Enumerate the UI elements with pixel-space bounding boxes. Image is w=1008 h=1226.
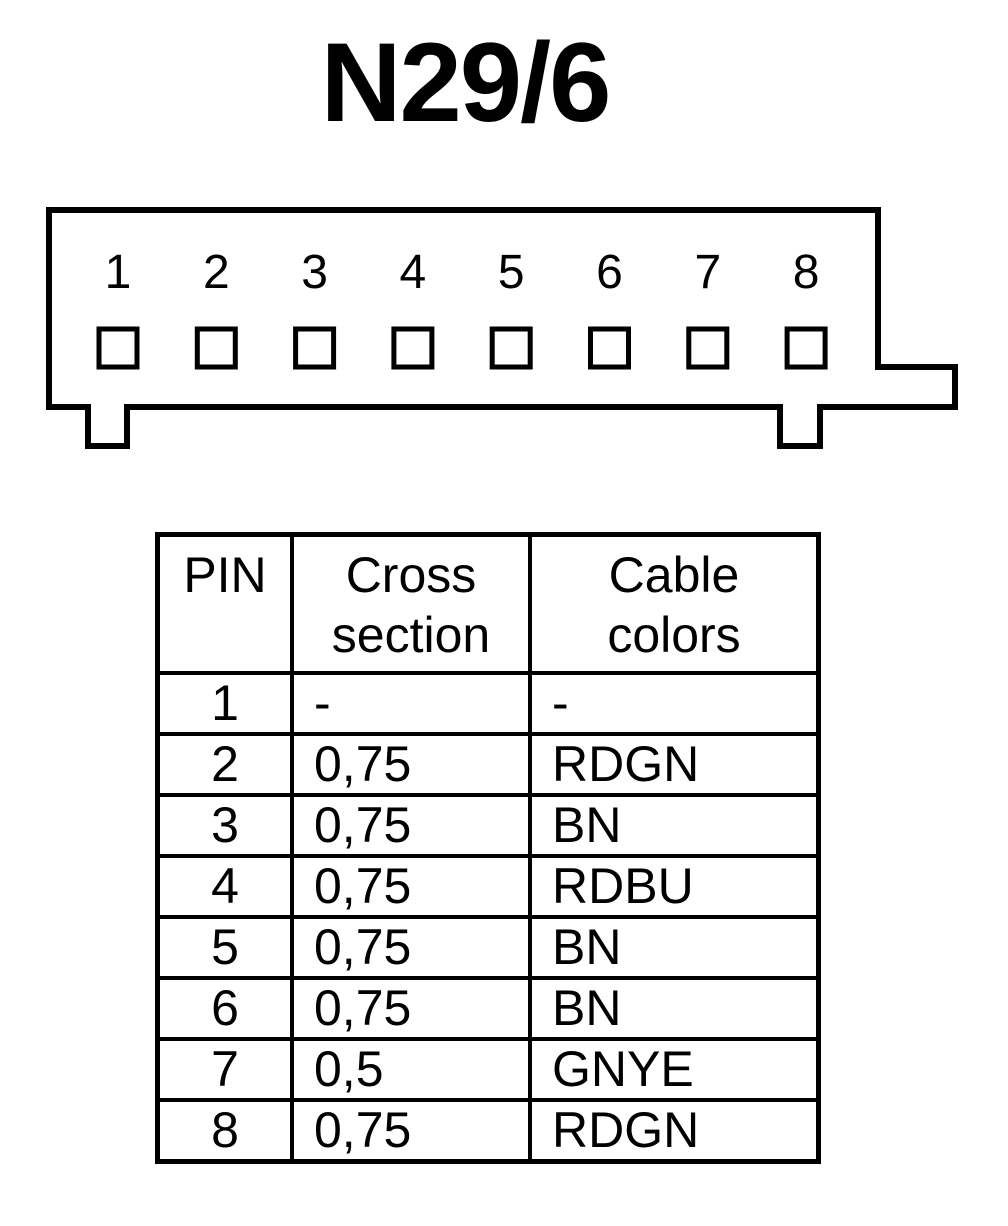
cell-pin: 6 (155, 976, 294, 1041)
pin-number-label: 2 (203, 246, 230, 299)
pin-socket (391, 326, 435, 370)
cell-pin: 5 (155, 915, 294, 980)
connector-diagram: 1 2 3 4 5 6 7 8 (46, 207, 958, 449)
pin-socket (293, 326, 337, 370)
table-header-row: PIN Cross section Cable colors (155, 532, 821, 675)
cell-cross-section: - (290, 671, 532, 736)
cell-pin: 8 (155, 1098, 294, 1164)
header-color-line2: colors (607, 607, 741, 663)
pin-assignment-table: PIN Cross section Cable colors 1 - - 2 0… (155, 532, 821, 1164)
table-row: 7 0,5 GNYE (155, 1037, 821, 1102)
table-row: 4 0,75 RDBU (155, 854, 821, 919)
header-cross-line1: Cross (345, 547, 477, 603)
cell-pin: 1 (155, 671, 294, 736)
pin-socket (194, 326, 238, 370)
cell-cable-color: BN (528, 915, 821, 980)
header-cable-colors: Cable colors (528, 532, 821, 675)
cell-cable-color: BN (528, 793, 821, 858)
cell-cable-color: BN (528, 976, 821, 1041)
connector-title: N29/6 (320, 20, 612, 145)
header-color-line1: Cable (608, 547, 740, 603)
cell-cross-section: 0,75 (290, 793, 532, 858)
cell-cable-color: GNYE (528, 1037, 821, 1102)
pin-number-label: 6 (596, 246, 623, 299)
header-pin-label: PIN (183, 547, 267, 603)
cell-cable-color: RDBU (528, 854, 821, 919)
pin-number-label: 4 (400, 246, 427, 299)
pin-socket (588, 326, 631, 370)
table-row: 2 0,75 RDGN (155, 732, 821, 797)
pin-number-label: 8 (793, 246, 820, 299)
pin-socket (489, 326, 533, 370)
cell-pin: 7 (155, 1037, 294, 1102)
table-row: 6 0,75 BN (155, 976, 821, 1041)
pin-number-label: 1 (105, 246, 132, 299)
cell-cross-section: 0,75 (290, 976, 532, 1041)
pin-number-label: 5 (498, 246, 525, 299)
pin-socket (96, 326, 140, 370)
header-pin: PIN (155, 532, 294, 675)
cell-pin: 3 (155, 793, 294, 858)
cell-cable-color: RDGN (528, 732, 821, 797)
header-cross-line2: section (331, 607, 491, 663)
header-cross-section: Cross section (290, 532, 532, 675)
pin-number-label: 7 (694, 246, 721, 299)
table-row: 1 - - (155, 671, 821, 736)
pin-socket (686, 326, 730, 370)
cell-cable-color: RDGN (528, 1098, 821, 1164)
cell-cross-section: 0,75 (290, 854, 532, 919)
cell-pin: 4 (155, 854, 294, 919)
cell-cross-section: 0,75 (290, 732, 532, 797)
cell-cross-section: 0,5 (290, 1037, 532, 1102)
table-row: 3 0,75 BN (155, 793, 821, 858)
cell-pin: 2 (155, 732, 294, 797)
cell-cross-section: 0,75 (290, 915, 532, 980)
table-row: 8 0,75 RDGN (155, 1098, 821, 1164)
pin-socket (784, 326, 828, 370)
connector-housing-outline (46, 207, 958, 449)
cell-cable-color: - (528, 671, 821, 736)
table-row: 5 0,75 BN (155, 915, 821, 980)
cell-cross-section: 0,75 (290, 1098, 532, 1164)
pin-number-label: 3 (301, 246, 328, 299)
